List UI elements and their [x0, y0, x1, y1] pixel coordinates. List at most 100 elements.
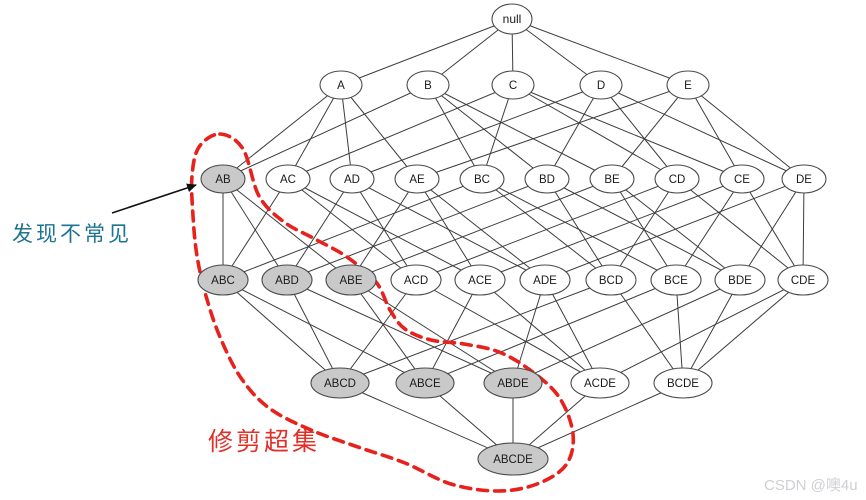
lattice-edge-ABC-ABCE [222, 279, 426, 384]
arrow-line [111, 183, 197, 214]
lattice-edge-null-D [511, 18, 602, 86]
lattice-edge-CD-ACD [415, 178, 678, 281]
lattice-edge-CDE-BCDE [682, 279, 804, 384]
lattice-edge-AE-ACE [416, 178, 481, 281]
lattice-edge-AE-ABE [350, 178, 418, 281]
node-abde [483, 367, 543, 399]
lattice-edge-null-A [340, 18, 513, 86]
node-abc [197, 264, 249, 296]
lattice-edge-D-DE [600, 84, 805, 180]
lattice-edge-ABE-ABDE [350, 279, 514, 384]
node-bce [650, 264, 702, 296]
lattice-edge-ACE-ABCE [424, 279, 481, 384]
node-ac [265, 164, 311, 194]
node-abd [261, 264, 313, 296]
node-ace [454, 264, 506, 296]
lattice-edge-B-AB [222, 84, 429, 180]
node-ce [719, 164, 765, 194]
node-null [491, 3, 533, 35]
lattice-edges [222, 18, 805, 460]
lattice-edge-A-AE [340, 84, 418, 180]
node-bd [524, 164, 570, 194]
lattice-edge-A-AD [340, 84, 353, 180]
lattice-edge-B-BE [427, 84, 613, 180]
lattice-edge-ABD-ABCD [286, 279, 341, 384]
node-b [406, 70, 450, 100]
lattice-edge-BD-BCD [546, 178, 612, 281]
lattice-edge-C-CD [512, 84, 678, 180]
lattice-edge-CE-BCE [675, 178, 743, 281]
lattice-edge-ABE-ABCE [350, 279, 426, 384]
node-de [781, 164, 827, 194]
node-bde [714, 264, 766, 296]
lattice-edge-ACD-ACDE [415, 279, 601, 384]
lattice-edge-DE-CDE [802, 178, 805, 281]
node-ab [200, 164, 246, 194]
csdn-watermark: CSDN @噢4u [764, 477, 858, 494]
node-cde [777, 264, 829, 296]
node-abe [325, 264, 377, 296]
node-ae [394, 164, 440, 194]
lattice-edge-AD-ABD [286, 178, 353, 281]
lattice-edge-A-AC [287, 84, 342, 180]
lattice-edge-ABC-ABCD [222, 279, 341, 384]
lattice-edge-null-E [511, 18, 689, 86]
lattice-edge-BCD-ABCD [339, 279, 612, 384]
lattice-edge-BCD-BCDE [610, 279, 684, 384]
lattice-edge-E-BE [611, 84, 689, 180]
lattice-edge-BDE-ABDE [512, 279, 741, 384]
lattice-edge-B-BD [427, 84, 548, 180]
node-cd [654, 164, 700, 194]
node-abcde [477, 442, 549, 476]
lattice-edge-D-AD [351, 84, 602, 180]
lattice-edge-C-AC [287, 84, 514, 180]
prune-outline-path [189, 132, 576, 493]
lattice-edge-BD-ABD [286, 178, 548, 281]
node-d [579, 70, 623, 100]
prune-label: 修剪超集 [208, 428, 321, 456]
lattice-edge-BCE-ABCE [424, 279, 677, 384]
lattice-edge-D-CD [600, 84, 678, 180]
node-c [491, 70, 535, 100]
lattice-edge-E-CE [687, 84, 743, 180]
lattice-edge-DE-ADE [544, 178, 805, 281]
lattice-edge-B-BC [427, 84, 483, 180]
lattice-edge-ACD-ABCD [339, 279, 417, 384]
node-bcd [585, 264, 637, 296]
lattice-edge-CD-BCD [610, 178, 678, 281]
lattice-edge-E-DE [687, 84, 805, 180]
node-bc [459, 164, 505, 194]
lattice-edge-ACE-ACDE [479, 279, 601, 384]
node-e [666, 70, 710, 100]
node-acde [570, 367, 630, 399]
node-ade [519, 264, 571, 296]
lattice-edge-BCDE-ABCDE [512, 382, 684, 460]
lattice-edge-ADE-ACDE [544, 279, 601, 384]
node-acd [390, 264, 442, 296]
lattice-edge-BDE-BCDE [682, 279, 741, 384]
lattice-edge-ABCD-ABCDE [339, 382, 514, 460]
lattice-edge-CE-ACE [479, 178, 743, 281]
node-a [319, 70, 363, 100]
lattice-edge-E-AE [416, 84, 689, 180]
infrequent-label: 发现不常见 [12, 223, 132, 246]
node-ad [329, 164, 375, 194]
prune-outline [189, 132, 576, 493]
node-abcd [310, 367, 370, 399]
lattice-edge-C-BC [481, 84, 514, 180]
node-abce [395, 367, 455, 399]
lattice-edge-BCE-BCDE [675, 279, 684, 384]
infrequent-arrow [111, 183, 197, 214]
lattice-edge-A-AB [222, 84, 342, 180]
lattice-edge-ADE-ABDE [512, 279, 546, 384]
lattice-edge-DE-BDE [739, 178, 805, 281]
lattice-edge-C-CE [512, 84, 743, 180]
node-be [589, 164, 635, 194]
lattice-edge-CDE-ACDE [599, 279, 804, 384]
lattice-edge-BC-ABC [222, 178, 483, 281]
node-bcde [653, 367, 713, 399]
lattice-edge-ABD-ABDE [286, 279, 514, 384]
lattice-edge-AC-ABC [222, 178, 289, 281]
